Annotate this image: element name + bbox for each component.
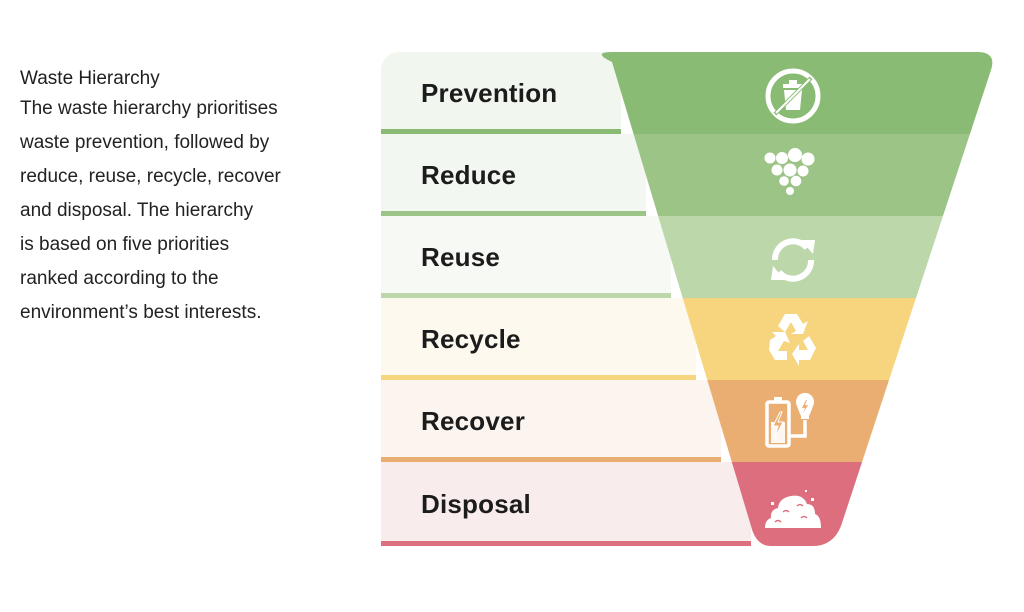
label-disposal: Disposal bbox=[421, 488, 531, 519]
funnel-graphic bbox=[601, 52, 993, 546]
row-reuse: Reuse bbox=[381, 216, 671, 298]
row-disposal: Disposal bbox=[381, 462, 751, 546]
row-reduce: Reduce bbox=[381, 134, 646, 216]
intro-line: reduce, reuse, recycle, recover bbox=[20, 166, 281, 187]
intro-line: is based on five priorities bbox=[20, 234, 230, 255]
intro-text: Waste Hierarchy The waste hierarchy prio… bbox=[20, 66, 360, 330]
divider-line bbox=[381, 541, 751, 546]
intro-title: Waste Hierarchy bbox=[20, 68, 160, 89]
divider-line bbox=[381, 129, 621, 134]
label-prevention: Prevention bbox=[421, 77, 558, 108]
label-reuse: Reuse bbox=[421, 241, 501, 272]
waste-pile-icon bbox=[765, 490, 821, 528]
battery-bulb-icon bbox=[765, 392, 814, 448]
intro-line: waste prevention, followed by bbox=[20, 132, 270, 153]
recycle-icon bbox=[769, 314, 816, 366]
refresh-arrows-icon bbox=[771, 238, 815, 282]
intro-line: and disposal. The hierarchy bbox=[20, 200, 254, 221]
intro-line: ranked according to the bbox=[20, 268, 219, 289]
waste-hierarchy-diagram: Prevention Reduce Reuse Recycle Recover … bbox=[381, 52, 1001, 547]
divider-line bbox=[381, 375, 696, 380]
label-recover: Recover bbox=[421, 405, 526, 436]
intro-line: The waste hierarchy prioritises bbox=[20, 98, 278, 119]
label-reduce: Reduce bbox=[421, 159, 517, 190]
divider-line bbox=[381, 211, 646, 216]
no-trash-icon bbox=[765, 68, 821, 124]
grape-dots-icon bbox=[764, 148, 815, 195]
label-recycle: Recycle bbox=[421, 323, 521, 354]
divider-line bbox=[381, 293, 671, 298]
divider-line bbox=[381, 457, 721, 462]
row-recycle: Recycle bbox=[381, 298, 696, 380]
row-recover: Recover bbox=[381, 380, 721, 462]
row-prevention: Prevention bbox=[381, 52, 621, 134]
intro-line: environment’s best interests. bbox=[20, 302, 262, 323]
